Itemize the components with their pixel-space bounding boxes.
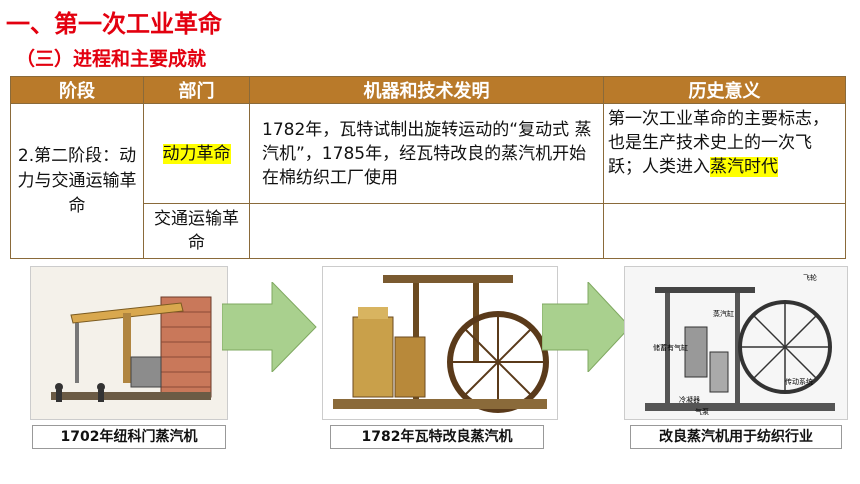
stage-cell: 2.第二阶段：动力与交通运输革命 bbox=[10, 103, 144, 259]
invention-text: 1782年，瓦特试制出旋转运动的“复动式 蒸汽机”，1785年，经瓦特改良的蒸汽… bbox=[262, 119, 592, 188]
label-condenser: 冷凝器 bbox=[679, 396, 700, 404]
significance-cell-empty bbox=[603, 203, 846, 259]
dept-cell-transport: 交通运输革命 bbox=[143, 203, 250, 259]
header-stage: 阶段 bbox=[10, 76, 144, 104]
significance-text: 第一次工业革命的主要标志，也是生产技术史上的一次飞跃；人类进入 bbox=[608, 109, 829, 177]
table-row: 2.第二阶段：动力与交通运输革命 动力革命 1782年，瓦特试制出旋转运动的“复… bbox=[10, 103, 846, 259]
newcomen-engine-illustration bbox=[31, 267, 227, 419]
header-invention: 机器和技术发明 bbox=[249, 76, 604, 104]
textile-engine-image: 飞轮 蒸汽缸 储蓄有气缸 冷凝器 传动系统 气泵 bbox=[624, 266, 848, 420]
dept-cell-power: 动力革命 bbox=[143, 103, 250, 204]
label-steam-tank: 储蓄有气缸 bbox=[653, 344, 688, 352]
label-air-pump: 气泵 bbox=[695, 408, 709, 416]
label-flywheel: 飞轮 bbox=[803, 274, 817, 282]
newcomen-engine-image bbox=[30, 266, 228, 420]
dept-transport-text: 交通运输革命 bbox=[154, 209, 239, 253]
significance-cell: 第一次工业革命的主要标志，也是生产技术史上的一次飞跃；人类进入蒸汽时代 bbox=[603, 103, 846, 204]
arrow-right-icon-2 bbox=[542, 282, 631, 372]
label-cylinder: 蒸汽缸 bbox=[713, 310, 734, 318]
page-title: 一、第一次工业革命 bbox=[6, 10, 222, 38]
right-caption: 改良蒸汽机用于纺织行业 bbox=[630, 425, 842, 449]
progress-table: 阶段 部门 机器和技术发明 历史意义 2.第二阶段：动力与交通运输革命 动力革命… bbox=[10, 76, 846, 259]
arrow-right-icon bbox=[222, 282, 317, 372]
middle-caption: 1782年瓦特改良蒸汽机 bbox=[330, 425, 544, 449]
table-row: 交通运输革命 bbox=[11, 203, 846, 259]
dept-power-text: 动力革命 bbox=[162, 143, 231, 164]
invention-cell: 1782年，瓦特试制出旋转运动的“复动式 蒸汽机”，1785年，经瓦特改良的蒸汽… bbox=[249, 103, 604, 204]
stage-text: 2.第二阶段：动力与交通运输革命 bbox=[17, 145, 137, 216]
header-dept: 部门 bbox=[143, 76, 250, 104]
invention-cell-empty bbox=[249, 203, 604, 259]
section-subtitle: （三）进程和主要成就 bbox=[16, 48, 207, 70]
header-significance: 历史意义 bbox=[603, 76, 846, 104]
label-transmission: 传动系统 bbox=[785, 378, 813, 386]
table-header-row: 阶段 部门 机器和技术发明 历史意义 bbox=[10, 76, 846, 104]
left-caption: 1702年纽科门蒸汽机 bbox=[32, 425, 226, 449]
watt-engine-image bbox=[322, 266, 558, 420]
textile-engine-illustration bbox=[625, 267, 847, 419]
significance-highlight: 蒸汽时代 bbox=[710, 157, 778, 177]
watt-engine-illustration bbox=[323, 267, 557, 419]
